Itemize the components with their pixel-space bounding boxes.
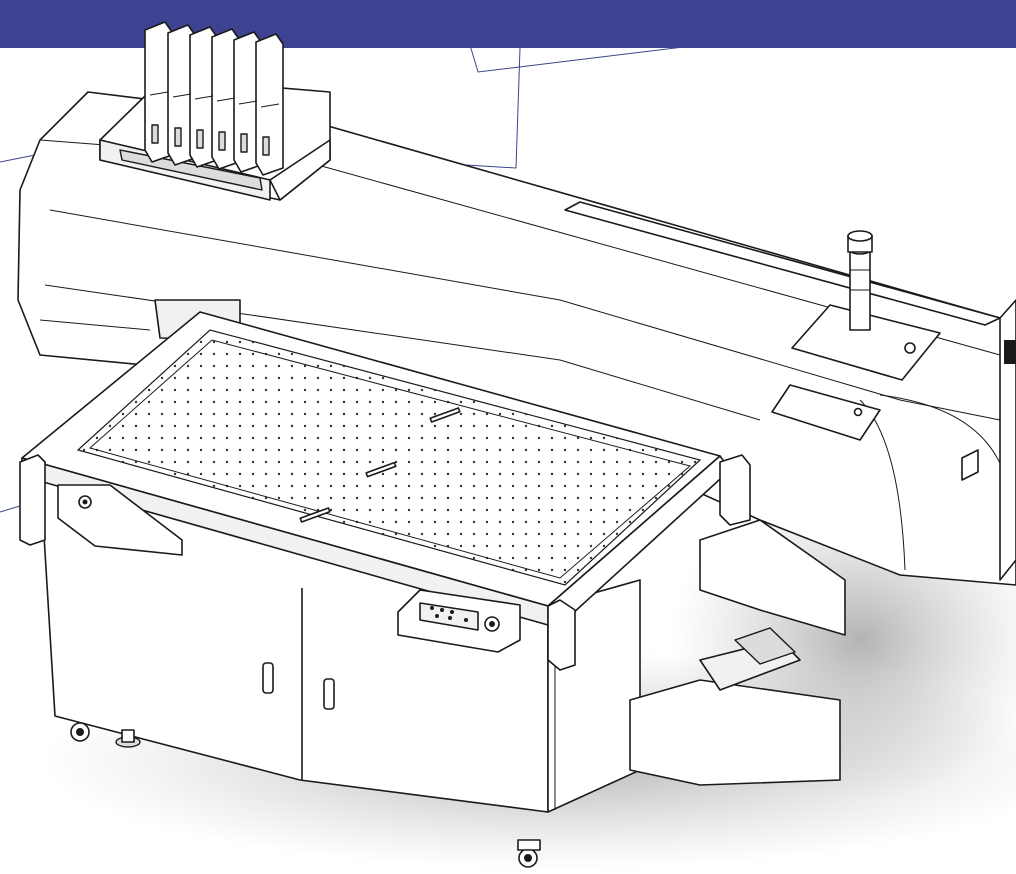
display-panel [771, 384, 881, 441]
side-vent [1004, 340, 1016, 364]
door-handle-left [262, 662, 274, 694]
print-carriage [99, 21, 331, 201]
side-box [629, 519, 846, 786]
control-panel [397, 589, 521, 653]
ink-cartridges [144, 21, 284, 176]
door-handle-right [323, 678, 335, 710]
status-lamp [791, 230, 941, 381]
flatbed-table [19, 311, 751, 671]
casters [70, 722, 541, 868]
